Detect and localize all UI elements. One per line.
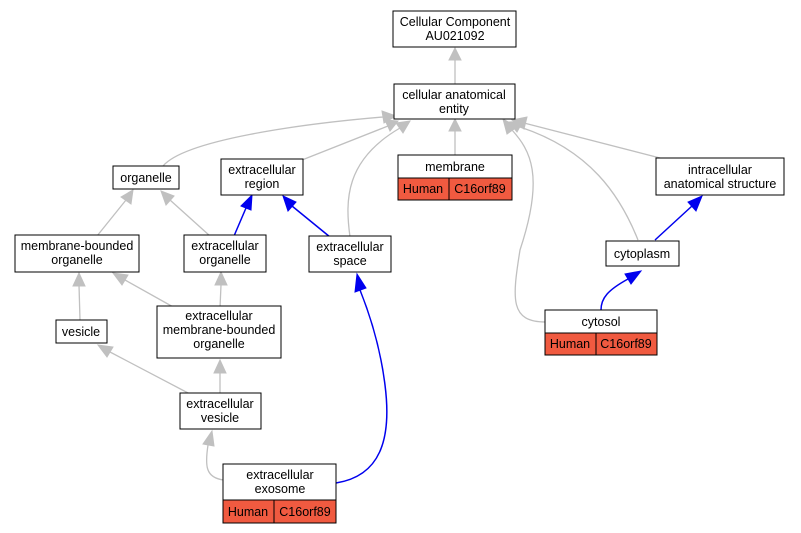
- node-label-line: extracellular: [316, 240, 383, 254]
- node-cytosol[interactable]: cytosol Human C16orf89: [544, 309, 658, 356]
- node-membrane[interactable]: membrane Human C16orf89: [397, 154, 513, 201]
- arrowhead-icon: [502, 117, 518, 135]
- arrowhead-icon: [687, 195, 703, 212]
- edge-ecorg-to-ecregion: [233, 207, 247, 237]
- node-cellular-anatomical-entity[interactable]: cellular anatomical entity: [393, 83, 516, 120]
- gene-label: C16orf89: [454, 182, 505, 196]
- node-label-line: cytosol: [582, 315, 621, 329]
- gene-tag: [448, 177, 513, 201]
- species-label: Human: [550, 337, 590, 351]
- edge-ecves-to-vesicle: [109, 351, 191, 395]
- node-label-line: region: [245, 177, 280, 191]
- arrowhead-icon: [624, 270, 643, 285]
- node-organelle[interactable]: organelle: [112, 165, 180, 190]
- node-extracellular-exosome[interactable]: extracellular exosome Human C16orf89: [222, 463, 337, 524]
- node-label-line: space: [333, 254, 366, 268]
- node-cellular-component[interactable]: Cellular Component AU021092: [392, 10, 517, 48]
- node-label-line: AU021092: [425, 29, 484, 43]
- arrowhead-icon: [448, 46, 462, 61]
- edge-cytoplasm-to-cae: [519, 126, 639, 241]
- edge-vesicle-to-mbo: [78, 284, 81, 321]
- node-extracellular-membrane-bounded-organelle[interactable]: extracellular membrane-bounded organelle: [156, 305, 282, 359]
- node-label-line: organelle: [199, 253, 250, 267]
- node-intracellular-anatomical-structure[interactable]: intracellular anatomical structure: [655, 157, 785, 196]
- node-label-line: cellular anatomical: [402, 88, 506, 102]
- arrowhead-icon: [72, 271, 86, 287]
- nodes: Cellular Component AU021092 cellular ana…: [14, 10, 785, 524]
- node-label-line: intracellular: [688, 163, 752, 177]
- edge-ecmbo-to-ecorg: [219, 284, 222, 309]
- node-label-line: membrane-bounded: [163, 323, 276, 337]
- node-label-line: anatomical structure: [664, 177, 777, 191]
- node-extracellular-vesicle[interactable]: extracellular vesicle: [179, 392, 262, 430]
- edge-ias-to-cae: [523, 122, 661, 159]
- node-label-line: membrane: [425, 160, 485, 174]
- edge-ecregion-to-cae: [301, 125, 389, 161]
- node-label-line: organelle: [193, 337, 244, 351]
- node-label-line: entity: [439, 102, 470, 116]
- node-label-line: membrane-bounded: [21, 239, 134, 253]
- node-label-line: extracellular: [185, 309, 252, 323]
- gene-tag: [273, 499, 337, 524]
- node-membrane-bounded-organelle[interactable]: membrane-bounded organelle: [14, 234, 140, 273]
- gene-label: C16orf89: [279, 505, 330, 519]
- node-label-line: extracellular: [228, 163, 295, 177]
- node-label-line: vesicle: [201, 411, 239, 425]
- edge-cytosol-to-cytoplasm: [600, 278, 629, 311]
- node-label-line: vesicle: [62, 325, 100, 339]
- node-label-line: organelle: [120, 171, 171, 185]
- node-label-line: extracellular: [246, 468, 313, 482]
- node-cytoplasm[interactable]: cytoplasm: [605, 240, 680, 267]
- edges: [72, 46, 703, 484]
- node-extracellular-organelle[interactable]: extracellular organelle: [183, 234, 267, 273]
- edge-ecspace-to-ecregion: [291, 205, 331, 238]
- edge-ecmbo-to-mbo: [124, 279, 176, 309]
- node-label-line: extracellular: [191, 239, 258, 253]
- edge-ecorg-to-organelle: [169, 199, 211, 237]
- arrowhead-icon: [354, 272, 367, 293]
- arrowhead-icon: [448, 117, 462, 132]
- edge-exosome-to-ecspace: [335, 289, 388, 484]
- node-label-line: cytoplasm: [614, 247, 670, 261]
- node-label-line: organelle: [51, 253, 102, 267]
- species-label: Human: [403, 182, 443, 196]
- node-vesicle[interactable]: vesicle: [55, 319, 108, 344]
- edge-ecspace-to-cae: [347, 127, 401, 238]
- edge-cytosol-to-cae: [511, 129, 547, 323]
- arrowhead-icon: [282, 195, 297, 212]
- arrowhead-icon: [214, 270, 228, 286]
- arrowhead-icon: [160, 190, 175, 206]
- arrowhead-icon: [384, 119, 399, 132]
- edge-cytoplasm-to-ias: [654, 205, 693, 241]
- gene-tag: [595, 332, 658, 356]
- arrowhead-icon: [395, 120, 411, 134]
- arrowhead-icon: [120, 189, 134, 205]
- arrowhead-icon: [202, 429, 215, 447]
- arrowhead-icon: [111, 272, 129, 286]
- node-label-line: Cellular Component: [400, 15, 511, 29]
- edge-exosome-to-ecves: [205, 444, 225, 481]
- arrowhead-icon: [240, 193, 253, 211]
- node-label-line: exosome: [255, 482, 306, 496]
- node-extracellular-region[interactable]: extracellular region: [220, 158, 304, 196]
- edge-organelle-to-cae: [162, 116, 384, 167]
- species-label: Human: [228, 505, 268, 519]
- edge-mbo-to-organelle: [96, 199, 127, 237]
- node-label-line: extracellular: [186, 397, 253, 411]
- arrowhead-icon: [96, 344, 114, 358]
- arrowhead-icon: [213, 358, 227, 374]
- node-extracellular-space[interactable]: extracellular space: [308, 235, 392, 273]
- gene-label: C16orf89: [600, 337, 651, 351]
